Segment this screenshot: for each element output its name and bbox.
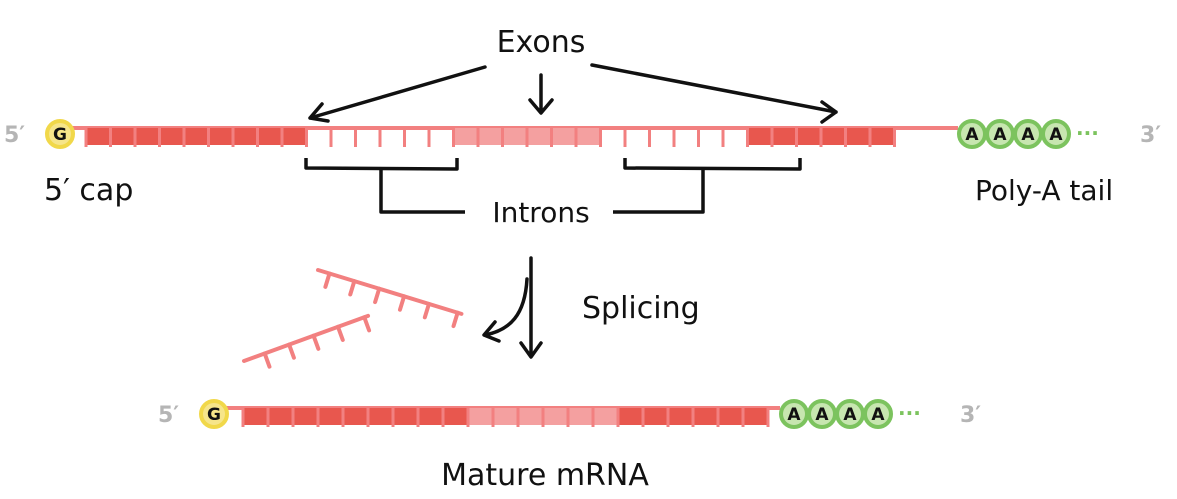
poly-a-tail-label: Poly-A tail <box>975 174 1113 207</box>
intron-1-segment <box>305 128 455 147</box>
three-prime-label: 3′ <box>960 403 981 428</box>
five-prime-cap <box>45 119 75 149</box>
five-prime-cap-label: 5′ cap <box>44 173 133 208</box>
exon-1-segment <box>84 128 308 147</box>
arrow-right-icon <box>590 63 838 124</box>
excised-intron-2 <box>242 313 372 369</box>
tail-base-label: A <box>787 405 801 425</box>
tail-base-label: A <box>1021 125 1035 145</box>
ellipsis: ··· <box>1076 121 1099 145</box>
intron-2-segment <box>599 128 749 147</box>
exon-2-segment <box>452 128 602 147</box>
poly-a-bead <box>863 399 893 429</box>
exon-3-segment <box>616 408 770 427</box>
exon-3-segment <box>746 128 896 147</box>
five-prime-label: 5′ <box>158 403 179 428</box>
poly-a-bead <box>1041 119 1071 149</box>
introns-label: Introns <box>492 196 589 229</box>
ellipsis: ··· <box>898 401 921 425</box>
splicing-label: Splicing <box>582 291 700 326</box>
tail-base-label: A <box>843 405 857 425</box>
introns-connector <box>379 169 705 214</box>
intron-brackets <box>304 158 802 214</box>
splicing-curve-arrow-icon <box>482 277 529 343</box>
arrow-left-icon <box>308 65 487 123</box>
intron-bracket-2 <box>623 158 802 171</box>
mature-mrna-label: Mature mRNA <box>441 458 649 493</box>
excised-intron-1 <box>316 268 464 329</box>
exon-2-segment <box>466 408 620 427</box>
exons-label: Exons <box>497 25 586 60</box>
cap-base-label: G <box>207 405 221 425</box>
five-prime-label: 5′ <box>4 123 25 148</box>
exon-block <box>86 128 307 145</box>
exon-arrows <box>308 63 838 124</box>
tail-base-label: A <box>993 125 1007 145</box>
splicing-down-arrow-icon <box>519 256 543 359</box>
excised-introns <box>242 268 464 369</box>
cap-base-label: G <box>53 125 67 145</box>
intron-bracket-1 <box>304 158 459 171</box>
arrow-down-icon <box>528 73 554 115</box>
tail-base-label: A <box>871 405 885 425</box>
five-prime-cap <box>199 399 229 429</box>
splicing-arrows <box>482 256 543 359</box>
tail-base-label: A <box>965 125 979 145</box>
three-prime-label: 3′ <box>1140 123 1161 148</box>
tail-base-label: A <box>1049 125 1063 145</box>
tail-base-label: A <box>815 405 829 425</box>
exon-block <box>243 408 468 425</box>
exon-1-segment <box>241 408 470 427</box>
